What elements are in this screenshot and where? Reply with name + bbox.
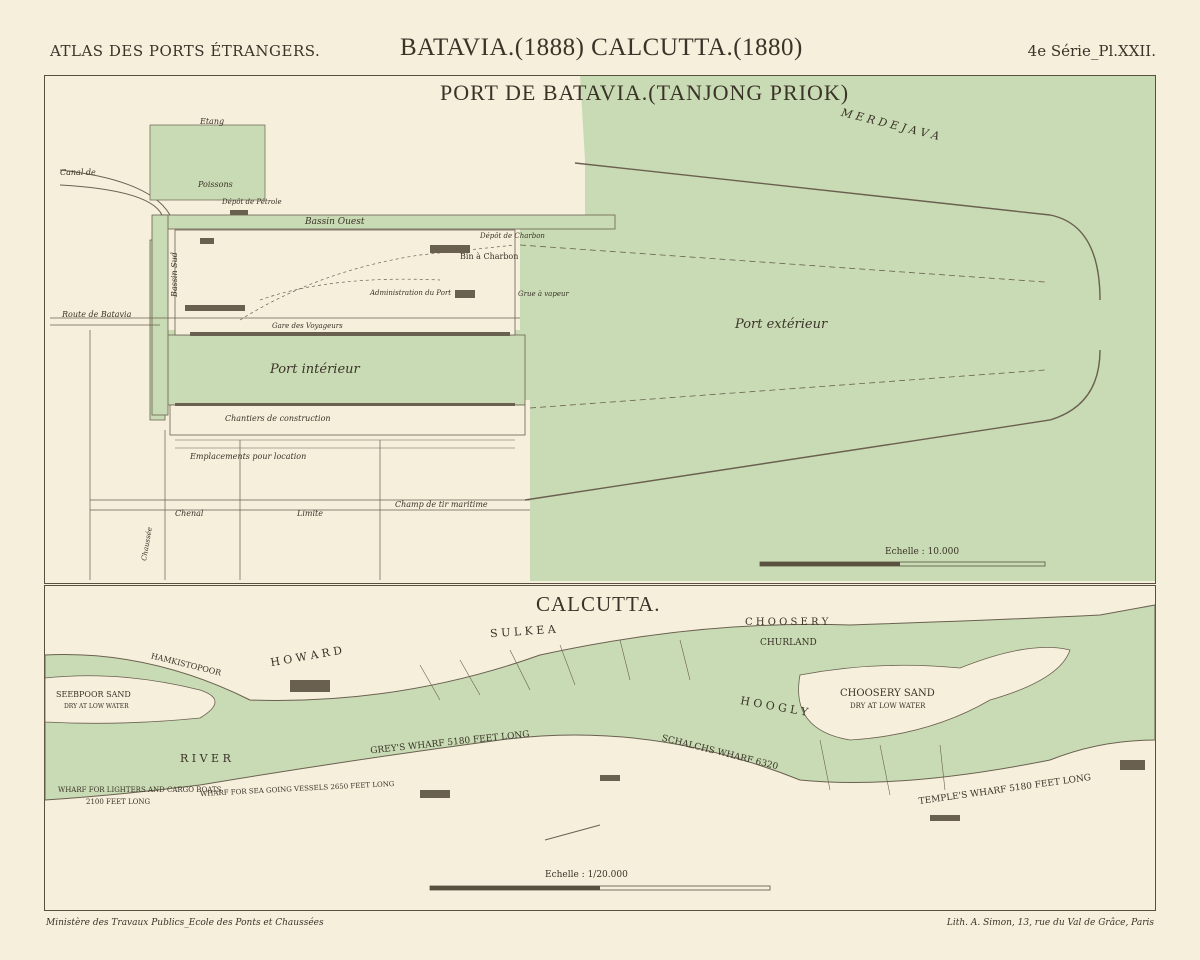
label-canal: Canal de bbox=[60, 168, 96, 177]
label-gare: Gare des Voyageurs bbox=[272, 322, 343, 330]
label-emplacements: Emplacements pour location bbox=[190, 452, 307, 461]
label-seebpoor-dry: DRY AT LOW WATER bbox=[64, 703, 129, 710]
label-depot-charbon: Dépôt de Charbon bbox=[480, 232, 545, 240]
label-calcutta-scale: Echelle : 1/20.000 bbox=[545, 870, 628, 880]
plate-title: BATAVIA.(1888) CALCUTTA.(1880) bbox=[400, 34, 803, 61]
java-sea bbox=[155, 76, 1155, 581]
label-chantiers: Chantiers de construction bbox=[225, 414, 331, 423]
calcutta-title: CALCUTTA. bbox=[536, 592, 661, 616]
label-limite: Limite bbox=[297, 509, 323, 518]
bassin-ouest bbox=[159, 214, 616, 230]
label-choosery-sand: CHOOSERY SAND bbox=[840, 688, 935, 699]
label-seebpoor-sand: SEEBPOOR SAND bbox=[56, 690, 131, 699]
atlas-title: ATLAS DES PORTS ÉTRANGERS. bbox=[50, 42, 321, 60]
label-champ-tir: Champ de tir maritime bbox=[395, 500, 488, 509]
choosery-sand bbox=[798, 646, 1071, 741]
south-breakwater bbox=[524, 349, 1101, 501]
bassin-sud bbox=[151, 214, 169, 416]
plate-number: 4e Série_Pl.XXII. bbox=[1027, 42, 1156, 60]
batavia-title: PORT DE BATAVIA.(TANJONG PRIOK) bbox=[440, 80, 850, 105]
label-port-interieur: Port intérieur bbox=[270, 362, 360, 377]
lower-quay bbox=[169, 404, 526, 436]
seebpoor-sand bbox=[44, 675, 216, 724]
label-bassin-ouest: Bassin Ouest bbox=[305, 217, 365, 227]
label-wharf-2100: 2100 FEET LONG bbox=[86, 798, 151, 806]
label-choosery: C H O O S E R Y bbox=[745, 617, 829, 628]
label-churland: CHURLAND bbox=[760, 638, 817, 648]
label-depot-petrole: Dépôt de Pétrole bbox=[222, 198, 282, 206]
label-bassin-charbon: Bin à Charbon bbox=[460, 252, 519, 261]
label-poissons: Poissons bbox=[198, 180, 233, 189]
label-port-exterieur: Port extérieur bbox=[735, 317, 828, 332]
label-route-batavia: Route de Batavia bbox=[62, 310, 132, 319]
etang-pond bbox=[149, 124, 266, 201]
label-choosery-dry: DRY AT LOW WATER bbox=[850, 702, 926, 710]
label-river: R I V E R bbox=[180, 752, 231, 765]
north-breakwater bbox=[574, 162, 1101, 301]
label-grue: Grue à vapeur bbox=[518, 290, 569, 298]
label-etang: Etang bbox=[200, 117, 225, 126]
hoogly-river bbox=[44, 604, 1156, 801]
label-batavia-scale: Echelle : 10.000 bbox=[885, 547, 960, 557]
label-wharf-lighters: WHARF FOR LIGHTERS AND CARGO BOATS bbox=[58, 786, 222, 794]
footer-lithographer: Lith. A. Simon, 13, rue du Val de Grâce,… bbox=[946, 918, 1154, 928]
footer-publisher: Ministère des Travaux Publics_Ecole des … bbox=[46, 918, 324, 928]
batavia-map-frame bbox=[44, 75, 1156, 584]
label-bassin-sud: Bassin Sud bbox=[169, 252, 179, 297]
label-chenal: Chenal bbox=[175, 509, 204, 518]
label-administration: Administration du Port bbox=[370, 289, 452, 297]
